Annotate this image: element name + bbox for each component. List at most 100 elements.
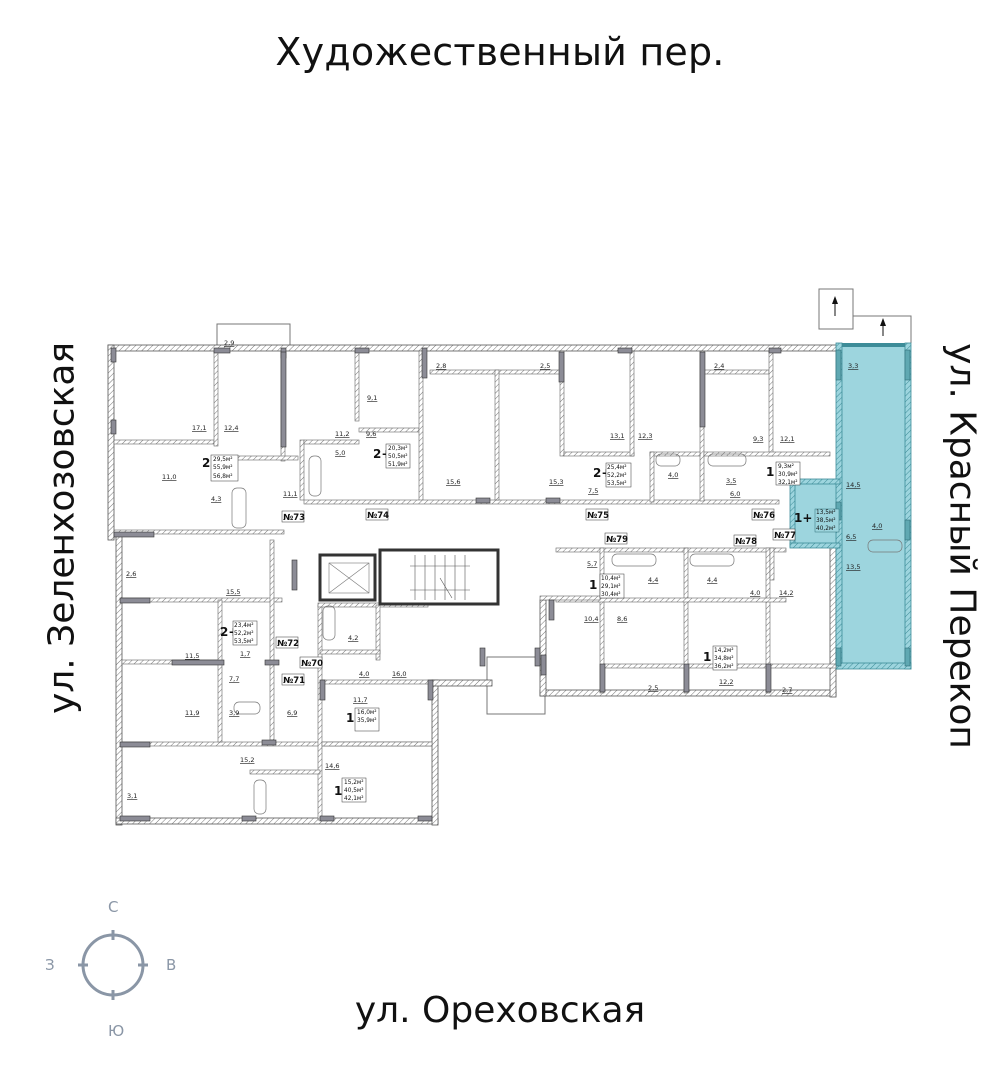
svg-text:14,6: 14,6 bbox=[325, 762, 339, 770]
svg-text:53,5м²: 53,5м² bbox=[607, 480, 627, 487]
svg-text:32,1м²: 32,1м² bbox=[778, 479, 798, 486]
svg-text:2,9: 2,9 bbox=[224, 339, 234, 347]
svg-text:50,5м²: 50,5м² bbox=[388, 453, 408, 460]
svg-text:№71: №71 bbox=[283, 676, 305, 686]
svg-text:12,3: 12,3 bbox=[638, 432, 652, 440]
svg-text:16,0: 16,0 bbox=[392, 670, 406, 678]
svg-text:15,5: 15,5 bbox=[226, 588, 240, 596]
svg-text:5,7: 5,7 bbox=[587, 560, 597, 568]
svg-text:5,0: 5,0 bbox=[335, 449, 345, 457]
svg-text:№72: №72 bbox=[277, 639, 299, 649]
svg-text:12,2: 12,2 bbox=[719, 678, 733, 686]
svg-text:7,5: 7,5 bbox=[588, 487, 598, 495]
svg-text:4,0: 4,0 bbox=[359, 670, 369, 678]
svg-text:6,5: 6,5 bbox=[846, 533, 856, 541]
entrance-arrows-icon bbox=[832, 296, 886, 336]
svg-text:52,2м²: 52,2м² bbox=[607, 472, 627, 479]
svg-text:29,5м²: 29,5м² bbox=[213, 456, 233, 463]
svg-text:№76: №76 bbox=[753, 511, 775, 521]
apartment-info-w2[interactable]: 2+ 23,4м² 52,2м² 53,5м² bbox=[220, 620, 258, 646]
svg-text:17,1: 17,1 bbox=[192, 424, 206, 432]
svg-text:15,3: 15,3 bbox=[549, 478, 563, 486]
svg-text:51,9м²: 51,9м² bbox=[388, 461, 408, 468]
svg-text:23,4м²: 23,4м² bbox=[234, 622, 254, 629]
interior-walls bbox=[113, 350, 837, 821]
svg-text:13,5м²: 13,5м² bbox=[816, 509, 836, 516]
apartment-info-nw[interactable]: 2 29,5м² 55,9м² 56,8м² bbox=[202, 454, 239, 482]
svg-text:38,5м²: 38,5м² bbox=[816, 517, 836, 524]
svg-text:30,9м²: 30,9м² bbox=[778, 471, 798, 478]
svg-text:6,0: 6,0 bbox=[730, 490, 740, 498]
selected-apartment-highlight[interactable] bbox=[790, 343, 911, 669]
svg-text:29,1м²: 29,1м² bbox=[601, 583, 621, 590]
svg-text:10,4: 10,4 bbox=[584, 615, 598, 623]
svg-text:№75: №75 bbox=[587, 511, 609, 521]
elevator-shaft bbox=[318, 553, 377, 602]
svg-text:35,9м²: 35,9м² bbox=[357, 717, 377, 724]
svg-text:9,3: 9,3 bbox=[753, 435, 763, 443]
svg-text:1: 1 bbox=[703, 650, 711, 664]
svg-text:11,5: 11,5 bbox=[185, 652, 199, 660]
svg-text:2: 2 bbox=[202, 456, 210, 470]
svg-text:14,5: 14,5 bbox=[846, 481, 860, 489]
svg-text:3,5: 3,5 bbox=[726, 477, 736, 485]
svg-text:25,4м²: 25,4м² bbox=[607, 464, 627, 471]
svg-text:11,9: 11,9 bbox=[185, 709, 199, 717]
svg-text:42,1м²: 42,1м² bbox=[344, 795, 364, 802]
svg-text:9,6: 9,6 bbox=[366, 430, 376, 438]
svg-text:12,4: 12,4 bbox=[224, 424, 238, 432]
compass-ring-icon bbox=[78, 930, 148, 1000]
svg-text:52,2м²: 52,2м² bbox=[234, 630, 254, 637]
svg-text:13,5: 13,5 bbox=[846, 563, 860, 571]
svg-text:55,9м²: 55,9м² bbox=[213, 464, 233, 471]
apartment-info-c1[interactable]: 1 16,0м² 35,9м² bbox=[346, 707, 380, 732]
svg-text:1: 1 bbox=[589, 578, 597, 592]
apartment-info-n4[interactable]: 1 9,3м² 30,9м² 32,1м² bbox=[766, 461, 801, 486]
svg-text:9,1: 9,1 bbox=[367, 394, 377, 402]
compass-south: Ю bbox=[108, 1022, 125, 1040]
svg-text:20,3м²: 20,3м² bbox=[388, 445, 408, 452]
bathtubs bbox=[231, 453, 903, 815]
svg-text:3,3: 3,3 bbox=[848, 362, 858, 370]
svg-text:4,4: 4,4 bbox=[648, 576, 658, 584]
svg-text:1: 1 bbox=[766, 465, 774, 479]
svg-text:6,9: 6,9 bbox=[287, 709, 297, 717]
compass-east: В bbox=[166, 956, 177, 974]
svg-text:4,0: 4,0 bbox=[872, 522, 882, 530]
entrance-number-labels: №73 №74 №75 №76 №77 №78 №79 №72 №71 №70 bbox=[275, 508, 796, 686]
svg-text:1+: 1+ bbox=[794, 511, 812, 525]
street-label-south: ул. Ореховская bbox=[354, 990, 646, 1031]
svg-text:16,0м²: 16,0м² bbox=[357, 709, 377, 716]
svg-text:34,8м²: 34,8м² bbox=[714, 655, 734, 662]
svg-text:2,7: 2,7 bbox=[782, 686, 792, 694]
compass-west: З bbox=[45, 956, 55, 974]
svg-text:4,3: 4,3 bbox=[211, 495, 221, 503]
svg-text:№74: №74 bbox=[367, 511, 389, 521]
room-area-labels: 2,9 17,1 12,4 11,0 4,3 11,1 9,1 11,2 9,6… bbox=[126, 339, 882, 800]
svg-text:12,1: 12,1 bbox=[780, 435, 794, 443]
svg-text:56,8м²: 56,8м² bbox=[213, 473, 233, 480]
svg-text:9,3м²: 9,3м² bbox=[778, 463, 794, 470]
svg-text:№79: №79 bbox=[606, 535, 628, 545]
svg-text:14,2: 14,2 bbox=[779, 589, 793, 597]
svg-text:1: 1 bbox=[334, 784, 342, 798]
apartment-info-n2[interactable]: 2+ 20,3м² 50,5м² 51,9м² bbox=[373, 443, 411, 469]
svg-text:15,6: 15,6 bbox=[446, 478, 460, 486]
svg-text:4,0: 4,0 bbox=[750, 589, 760, 597]
apartment-info-n3[interactable]: 2+ 25,4м² 52,2м² 53,5м² bbox=[593, 462, 632, 488]
street-label-north: Художественный пер. bbox=[275, 30, 725, 74]
svg-text:3,1: 3,1 bbox=[127, 792, 137, 800]
structural-columns bbox=[110, 347, 782, 822]
svg-text:15,2м²: 15,2м² bbox=[344, 779, 364, 786]
svg-text:53,5м²: 53,5м² bbox=[234, 638, 254, 645]
svg-text:2,5: 2,5 bbox=[648, 684, 658, 692]
svg-text:13,1: 13,1 bbox=[610, 432, 624, 440]
apartment-info-s1[interactable]: 1 10,4м² 29,1м² 30,4м² bbox=[589, 573, 625, 599]
apartment-info-sw[interactable]: 1 15,2м² 40,5м² 42,1м² bbox=[334, 777, 367, 803]
compass bbox=[78, 930, 148, 1000]
svg-text:1: 1 bbox=[346, 711, 354, 725]
apartment-info-s2[interactable]: 1 14,2м² 34,8м² 36,2м² bbox=[703, 645, 738, 671]
apartment-info-selected[interactable]: 1+ 13,5м² 38,5м² 40,2м² bbox=[794, 508, 840, 533]
svg-text:8,6: 8,6 bbox=[617, 615, 627, 623]
